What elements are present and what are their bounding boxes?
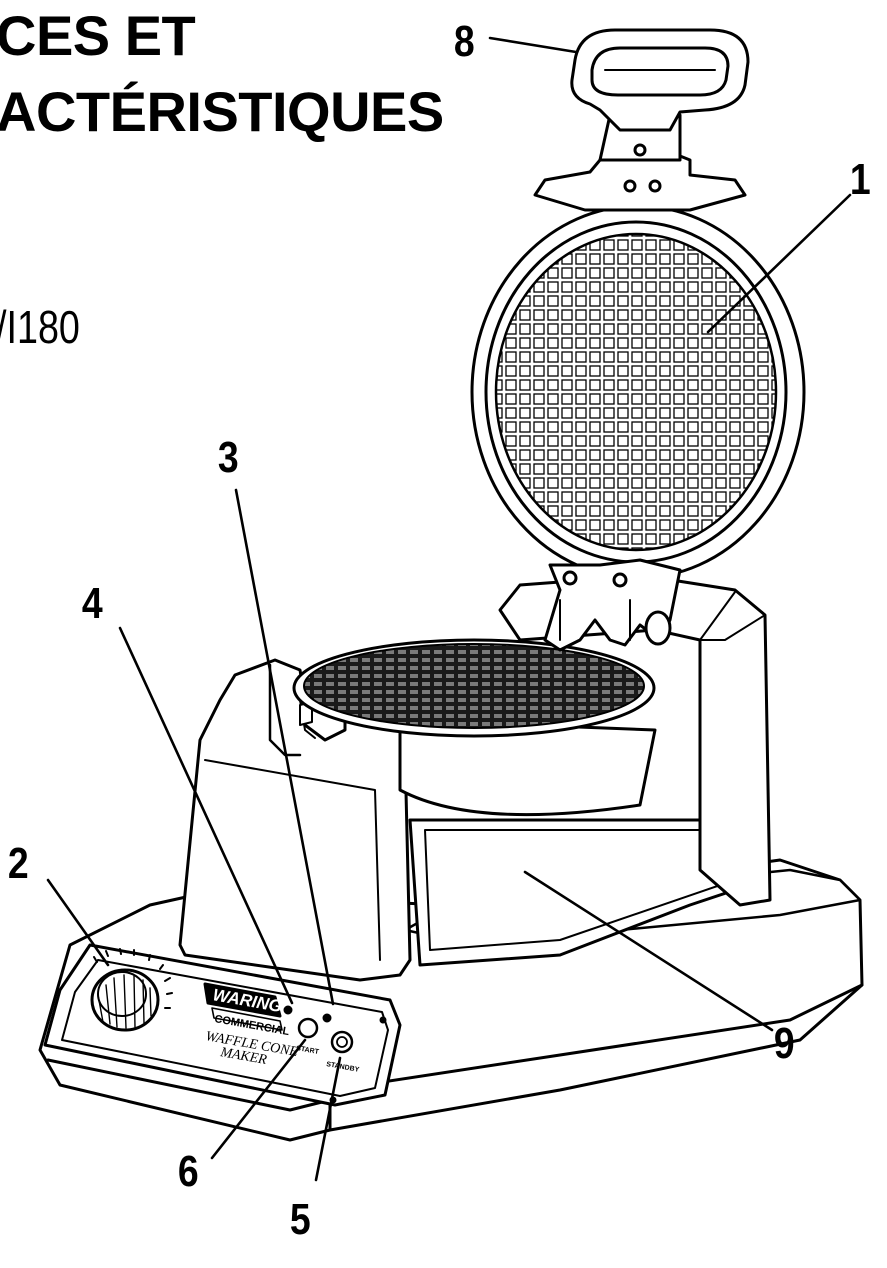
leader-8 (488, 36, 578, 54)
callout-8: 8 (453, 17, 475, 66)
model-number: /I180 (0, 301, 80, 353)
callout-2: 2 (7, 839, 29, 888)
leader-4 (118, 626, 294, 1005)
leader-5 (314, 1056, 342, 1182)
lid-hinge (543, 558, 682, 652)
start-button-icon (297, 1017, 319, 1039)
leader-6 (210, 1038, 307, 1160)
bottom-cooking-plate (292, 638, 657, 817)
temperature-dial-icon (90, 948, 173, 1032)
callout-leaders (46, 36, 852, 1182)
lid-bracket (533, 148, 747, 212)
callout-9: 9 (773, 1019, 795, 1068)
callout-6: 6 (177, 1147, 199, 1196)
callout-1: 1 (849, 155, 871, 204)
section-heading-line-2: ACTÉRISTIQUES (0, 80, 444, 143)
callout-3: 3 (217, 433, 239, 482)
callout-4: 4 (81, 579, 103, 628)
brand-badge (203, 982, 283, 1031)
start-label: START (296, 1045, 320, 1056)
control-buttons (283, 1005, 387, 1104)
leader-2 (46, 878, 110, 967)
leader-1 (706, 193, 852, 334)
top-lid (470, 204, 806, 580)
leader-3 (234, 488, 335, 1006)
handle (570, 28, 750, 162)
ready-light-icon (283, 1005, 293, 1015)
callout-5: 5 (289, 1195, 311, 1244)
section-heading-line-1: CES ET (0, 4, 196, 67)
leader-9 (523, 870, 774, 1032)
power-light-icon (322, 1013, 332, 1023)
